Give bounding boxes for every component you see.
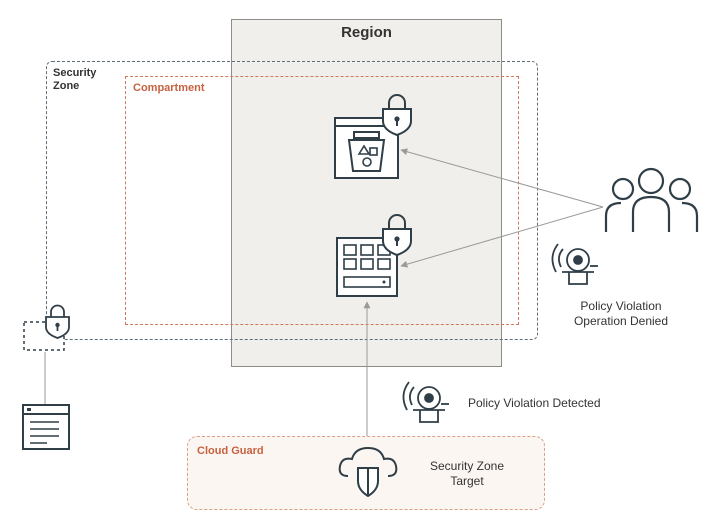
security-zone-label: Security Zone <box>53 67 96 93</box>
security-zone-boundary <box>46 61 538 340</box>
bucket-lock-icon <box>382 94 412 137</box>
security-zone-target-text: Security Zone Target <box>412 459 522 489</box>
security-zone-label-line2: Zone <box>53 80 80 92</box>
compute-lock-icon <box>382 214 412 257</box>
arrow-users-to-bucket <box>400 148 604 208</box>
policy-violation-detected-text: Policy Violation Detected <box>468 396 601 410</box>
target-line1: Security Zone <box>429 459 505 473</box>
alarm-detected-icon <box>402 381 449 423</box>
users-icon <box>604 167 699 232</box>
cloud-shield-icon <box>338 446 398 498</box>
cloud-guard-label: Cloud Guard <box>197 445 264 457</box>
alarm-denied-icon <box>551 243 598 285</box>
denied-line2: Operation Denied <box>573 314 669 328</box>
region-title: Region <box>341 24 392 41</box>
target-line2: Target <box>450 474 484 488</box>
security-zone-lock-icon <box>23 304 70 351</box>
compartment-label: Compartment <box>133 82 205 94</box>
document-icon <box>22 404 70 450</box>
policy-violation-denied-text: Policy Violation Operation Denied <box>556 299 686 329</box>
denied-line1: Policy Violation <box>580 299 662 313</box>
connectors <box>44 148 604 436</box>
security-zone-label-line1: Security <box>53 67 97 79</box>
compartment-boundary <box>125 76 519 325</box>
arrow-users-to-compute <box>400 206 604 268</box>
